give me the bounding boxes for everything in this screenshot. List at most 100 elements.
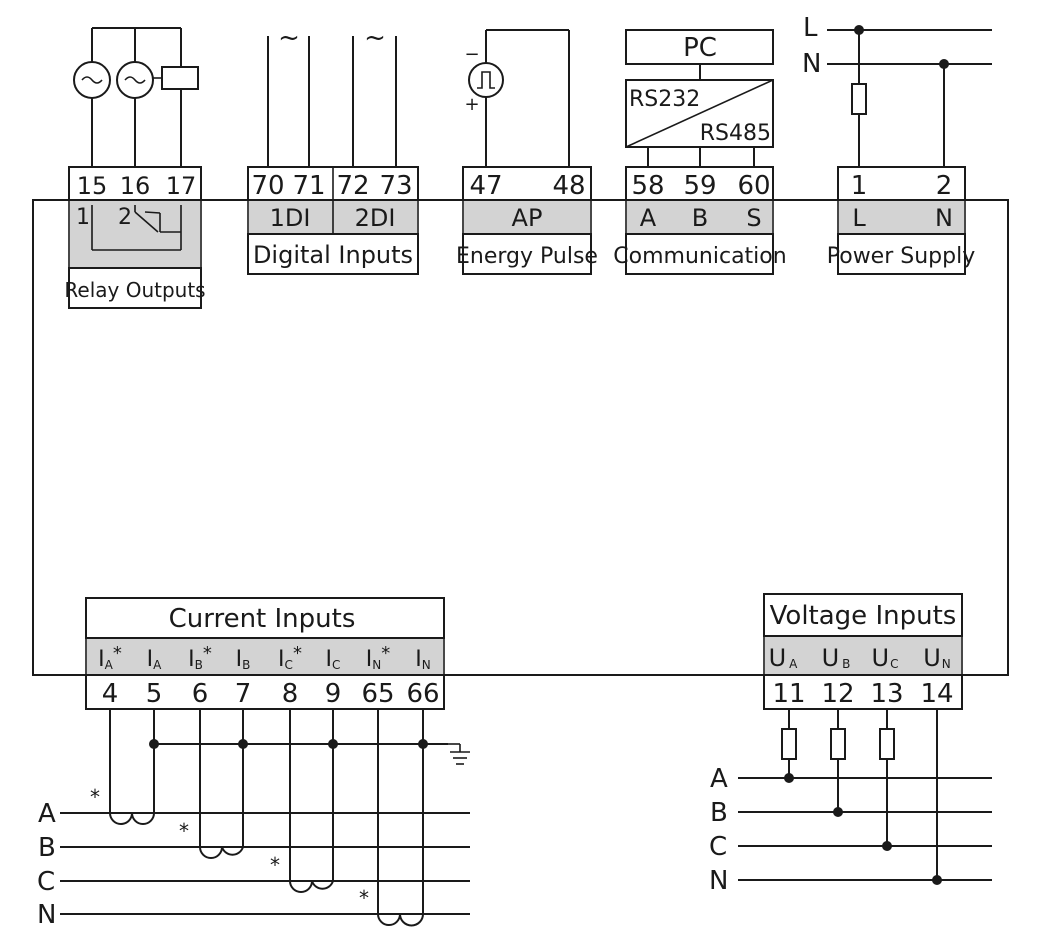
relay-outputs-label: Relay Outputs [64,278,205,302]
current-terminal-65: 65 [361,679,394,709]
voltage-pin-un: UN [923,644,951,672]
left-phase-n: N [37,900,56,930]
left-phase-b: B [38,833,56,863]
relay-external-wiring [91,27,182,167]
current-pin-ia-star: IA* [98,643,122,672]
comm-pin-s: S [746,204,761,232]
energy-pulse-block: 47 48 AP Energy Pulse − + [456,29,598,275]
polarity-mark-n: * [359,886,369,910]
supply-pin-n: N [935,204,953,232]
pulse-terminal-48: 48 [552,171,585,201]
relay-terminal-16: 16 [120,172,151,200]
current-terminal-8: 8 [282,679,299,709]
comm-terminal-58: 58 [631,171,664,201]
current-terminal-6: 6 [192,679,209,709]
right-phase-c: C [709,832,727,862]
relay-contact-2: 2 [118,205,132,230]
relay-terminal-17: 17 [166,172,197,200]
di-terminal-72: 72 [336,171,369,201]
current-pin-ib: IB [236,647,251,672]
current-terminal-7: 7 [235,679,252,709]
supply-pin-l: L [852,204,866,232]
ac-source-icon-1: ~ [278,23,300,53]
relay-coil-icon [161,66,199,90]
pulse-minus-sign: − [464,44,479,65]
fuse-a-icon [781,728,797,760]
digital-inputs-label: Digital Inputs [253,241,413,269]
relay-contact-symbol [91,205,182,251]
pulse-code: AP [512,204,543,232]
ac-source-icon-2: ~ [364,23,386,53]
voltage-terminal-11: 11 [772,679,805,709]
voltage-terminal-12: 12 [821,679,854,709]
ct-n-icon [377,913,424,927]
relay-outputs-block: 15 16 17 1 2 Relay Outputs [64,27,206,309]
di-terminal-73: 73 [379,171,412,201]
voltage-terminal-13: 13 [870,679,903,709]
ct-c-icon [289,880,334,893]
current-pin-ib-star: IB* [188,643,212,672]
supply-terminal-1: 1 [851,171,868,201]
communication-block: PC RS232 RS485 58 59 60 A B S Communicat… [613,29,787,275]
pulse-external-wiring [485,29,570,167]
voltage-inputs-label: Voltage Inputs [770,601,957,631]
left-phase-a: A [38,799,56,829]
lamp-icon-2 [116,61,154,99]
di-terminal-71: 71 [292,171,325,201]
power-supply-block: L N 1 2 L N Power Supply [802,13,992,275]
right-phase-n: N [709,866,728,896]
di-terminal-70: 70 [251,171,284,201]
rs485-label: RS485 [700,121,771,146]
current-pin-in: IN [415,647,430,672]
voltage-external-wiring: A B C N [709,709,992,896]
polarity-mark-b: * [179,819,189,843]
current-pin-ia: IA [147,647,163,672]
ct-a-icon [109,812,155,825]
relay-contact-1: 1 [76,205,90,230]
left-phase-c: C [37,867,55,897]
relay-terminal-15: 15 [77,172,108,200]
polarity-mark-c: * [270,853,280,877]
comm-pin-b: B [692,204,708,232]
current-terminal-9: 9 [325,679,342,709]
pulse-counter-icon [468,62,504,98]
di-input-1: 1DI [270,204,311,232]
power-supply-label: Power Supply [827,244,975,269]
current-terminal-66: 66 [406,679,439,709]
fuse-b-icon [830,728,846,760]
current-pin-ic: IC [326,647,341,672]
current-inputs-label: Current Inputs [169,604,356,634]
fuse-c-icon [879,728,895,760]
ct-b-icon [199,846,244,859]
supply-line-n: N [802,49,821,79]
rs232-label: RS232 [629,87,700,112]
current-inputs-block: Current Inputs IA* IA IB* IB IC* IC IN* … [85,597,445,710]
pc-label: PC [683,33,717,63]
current-pin-in-star: IN* [366,643,390,672]
right-phase-b: B [710,798,728,828]
current-pin-ic-star: IC* [278,643,302,672]
communication-label: Communication [613,244,786,269]
comm-terminal-60: 60 [737,171,770,201]
pulse-plus-sign: + [464,94,479,115]
voltage-terminal-14: 14 [920,679,953,709]
polarity-mark-a: * [90,785,100,809]
di-external-wiring [267,36,397,167]
supply-fuse-icon [851,83,867,115]
energy-pulse-label: Energy Pulse [456,244,598,269]
voltage-pin-uc: UC [872,644,899,672]
comm-pin-a: A [640,204,657,232]
ground-icon [448,743,470,765]
pulse-terminal-47: 47 [469,171,502,201]
current-terminal-4: 4 [102,679,119,709]
digital-inputs-block: 70 71 72 73 1DI 2DI Digital Inputs ~ ~ [247,23,419,275]
comm-terminal-59: 59 [683,171,716,201]
supply-line-l: L [803,13,818,43]
current-terminal-5: 5 [146,679,163,709]
supply-terminal-2: 2 [936,171,953,201]
pc-box [625,29,774,65]
